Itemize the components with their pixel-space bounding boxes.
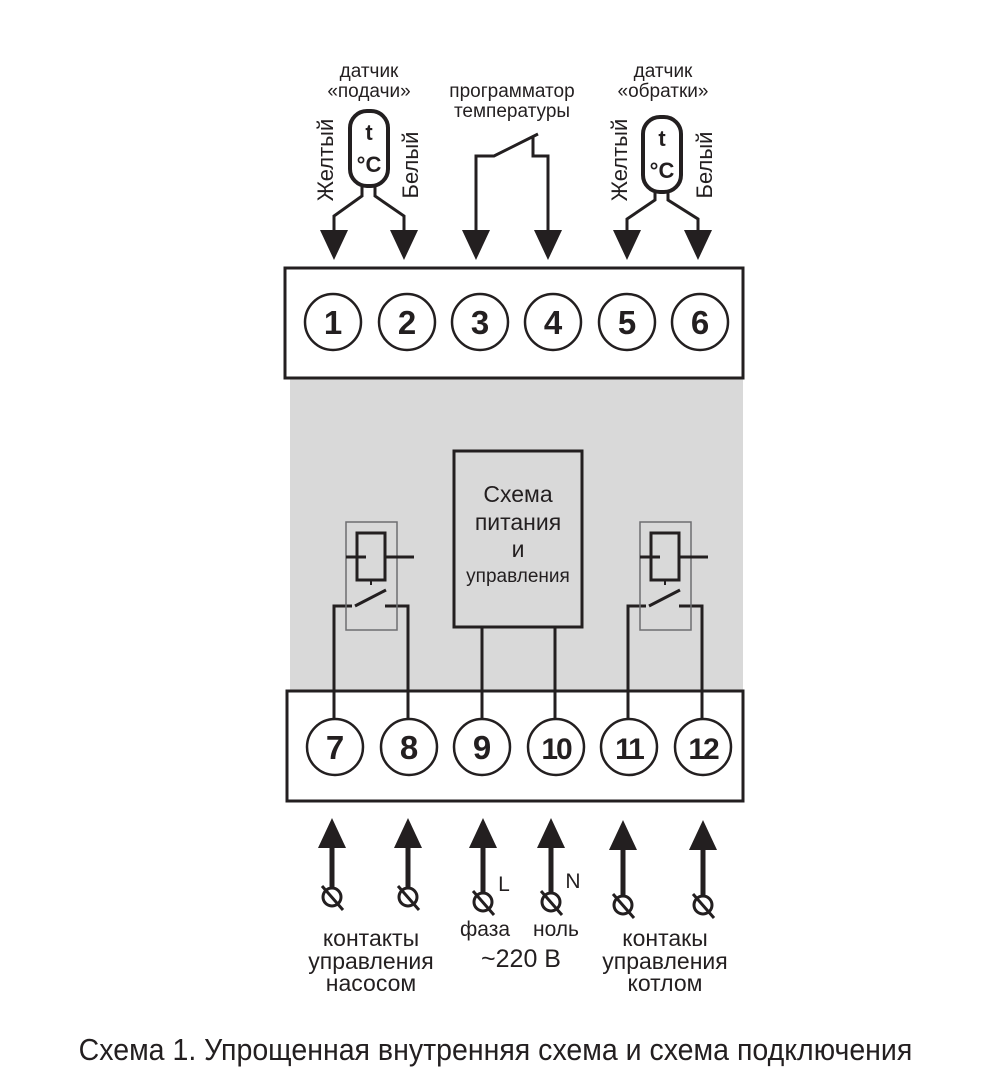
bottom-terminals: 7 8 9 10 11 12 (305, 717, 733, 777)
supply-sensor-label-1: датчик (340, 61, 399, 82)
pump-label-3: насосом (326, 970, 416, 996)
arrow-up-icon (689, 820, 717, 850)
connection-10-neutral (537, 818, 565, 916)
boiler-label-3: котлом (628, 970, 703, 996)
neutral-marker: N (565, 870, 580, 893)
terminal-number: 5 (618, 304, 636, 341)
pump-relay (345, 521, 414, 631)
terminal-number: 6 (691, 304, 709, 341)
arrow-down-icon (534, 230, 562, 260)
screw-terminal-icon (611, 893, 636, 919)
wire-white-label: Белый (398, 132, 423, 199)
control-block-line-4: управления (466, 566, 570, 587)
sensor-c: °C (650, 158, 675, 183)
switch-contact-icon (474, 132, 539, 232)
programmer-label-2: температуры (454, 101, 570, 122)
boiler-label-2: управления (602, 948, 727, 974)
terminal-number: 1 (324, 304, 342, 341)
terminal-number: 4 (544, 304, 563, 341)
arrow-up-icon (537, 818, 565, 848)
terminal-number: 8 (400, 729, 418, 766)
pump-label-2: управления (308, 948, 433, 974)
wire-yellow-label: Желтый (313, 119, 338, 202)
terminal-7: 7 (305, 717, 365, 777)
relay-frame (345, 521, 398, 631)
connection-7 (318, 818, 346, 911)
connection-12 (689, 820, 717, 919)
supply-sensor: датчик «подачи» t °C Желтый Белый (313, 61, 423, 260)
voltage-label: ~220 В (481, 945, 561, 973)
return-sensor: датчик «обратки» t °C Желтый Белый (607, 61, 717, 260)
power-label: фаза ноль ~220 В (460, 918, 579, 973)
screw-terminal-icon (396, 885, 421, 911)
terminal-number: 3 (471, 304, 489, 341)
terminal-10: 10 (526, 717, 586, 777)
pump-contacts-label: контакты управления насосом (308, 925, 433, 996)
boiler-relay (639, 521, 708, 631)
screw-terminal-icon (539, 890, 564, 916)
terminal-6: 6 (670, 292, 730, 352)
control-block-line-3: и (512, 536, 525, 562)
relay-frame (639, 521, 692, 631)
terminal-number: 10 (541, 733, 572, 766)
relay-contact-icon (648, 588, 681, 608)
terminal-4: 4 (523, 292, 583, 352)
sensor-c: °C (357, 152, 382, 177)
control-block: Схема питания и управления (452, 449, 584, 629)
return-sensor-label-1: датчик (634, 61, 693, 82)
arrow-up-icon (609, 820, 637, 850)
arrow-down-icon (684, 230, 712, 260)
neutral-label: ноль (533, 918, 579, 941)
terminal-number: 2 (398, 304, 416, 341)
terminal-2: 2 (377, 292, 437, 352)
top-terminals: 1 2 3 4 5 6 (303, 292, 730, 352)
terminal-3: 3 (450, 292, 510, 352)
terminal-9: 9 (452, 717, 512, 777)
arrow-up-icon (469, 818, 497, 848)
terminal-12: 12 (673, 717, 733, 777)
pump-label-1: контакты (323, 925, 419, 951)
terminal-number: 9 (473, 729, 491, 766)
terminal-1: 1 (303, 292, 363, 352)
arrow-up-icon (318, 818, 346, 848)
connection-9-phase (469, 818, 497, 916)
arrow-down-icon (320, 230, 348, 260)
screw-terminal-icon (691, 893, 716, 919)
boiler-contacts-label: контакы управления котлом (602, 925, 727, 996)
arrow-down-icon (613, 230, 641, 260)
bottom-terminal-block (285, 689, 745, 803)
terminal-8: 8 (379, 717, 439, 777)
return-sensor-label-2: «обратки» (618, 81, 709, 102)
terminal-5: 5 (597, 292, 657, 352)
arrow-down-icon (462, 230, 490, 260)
sensor-t: t (365, 120, 373, 145)
control-block-line-2: питания (475, 509, 561, 535)
external-connections (318, 818, 717, 919)
connection-11 (609, 820, 637, 919)
boiler-label-1: контакы (622, 925, 707, 951)
phase-marker: L (498, 873, 510, 896)
thermometer-icon (348, 109, 390, 188)
wire-white-label: Белый (692, 132, 717, 199)
screw-terminal-icon (471, 890, 496, 916)
figure-caption: Схема 1. Упрощенная внутренняя схема и с… (78, 1032, 913, 1067)
terminal-11: 11 (599, 717, 659, 777)
terminal-number: 12 (688, 733, 719, 766)
arrow-down-icon (390, 230, 418, 260)
wire-yellow-label: Желтый (607, 119, 632, 202)
screw-terminal-icon (320, 885, 345, 911)
terminal-number: 11 (615, 733, 644, 766)
terminal-number: 7 (326, 729, 344, 766)
programmer-label-1: программатор (449, 81, 574, 102)
connection-8 (394, 818, 422, 911)
arrow-up-icon (394, 818, 422, 848)
phase-label: фаза (460, 918, 510, 941)
supply-sensor-label-2: «подачи» (327, 81, 410, 102)
sensor-t: t (658, 126, 666, 151)
relay-contact-icon (354, 588, 387, 608)
temperature-programmer: программатор температуры (449, 81, 575, 260)
thermometer-icon (641, 115, 683, 194)
control-block-line-1: Схема (483, 481, 552, 507)
